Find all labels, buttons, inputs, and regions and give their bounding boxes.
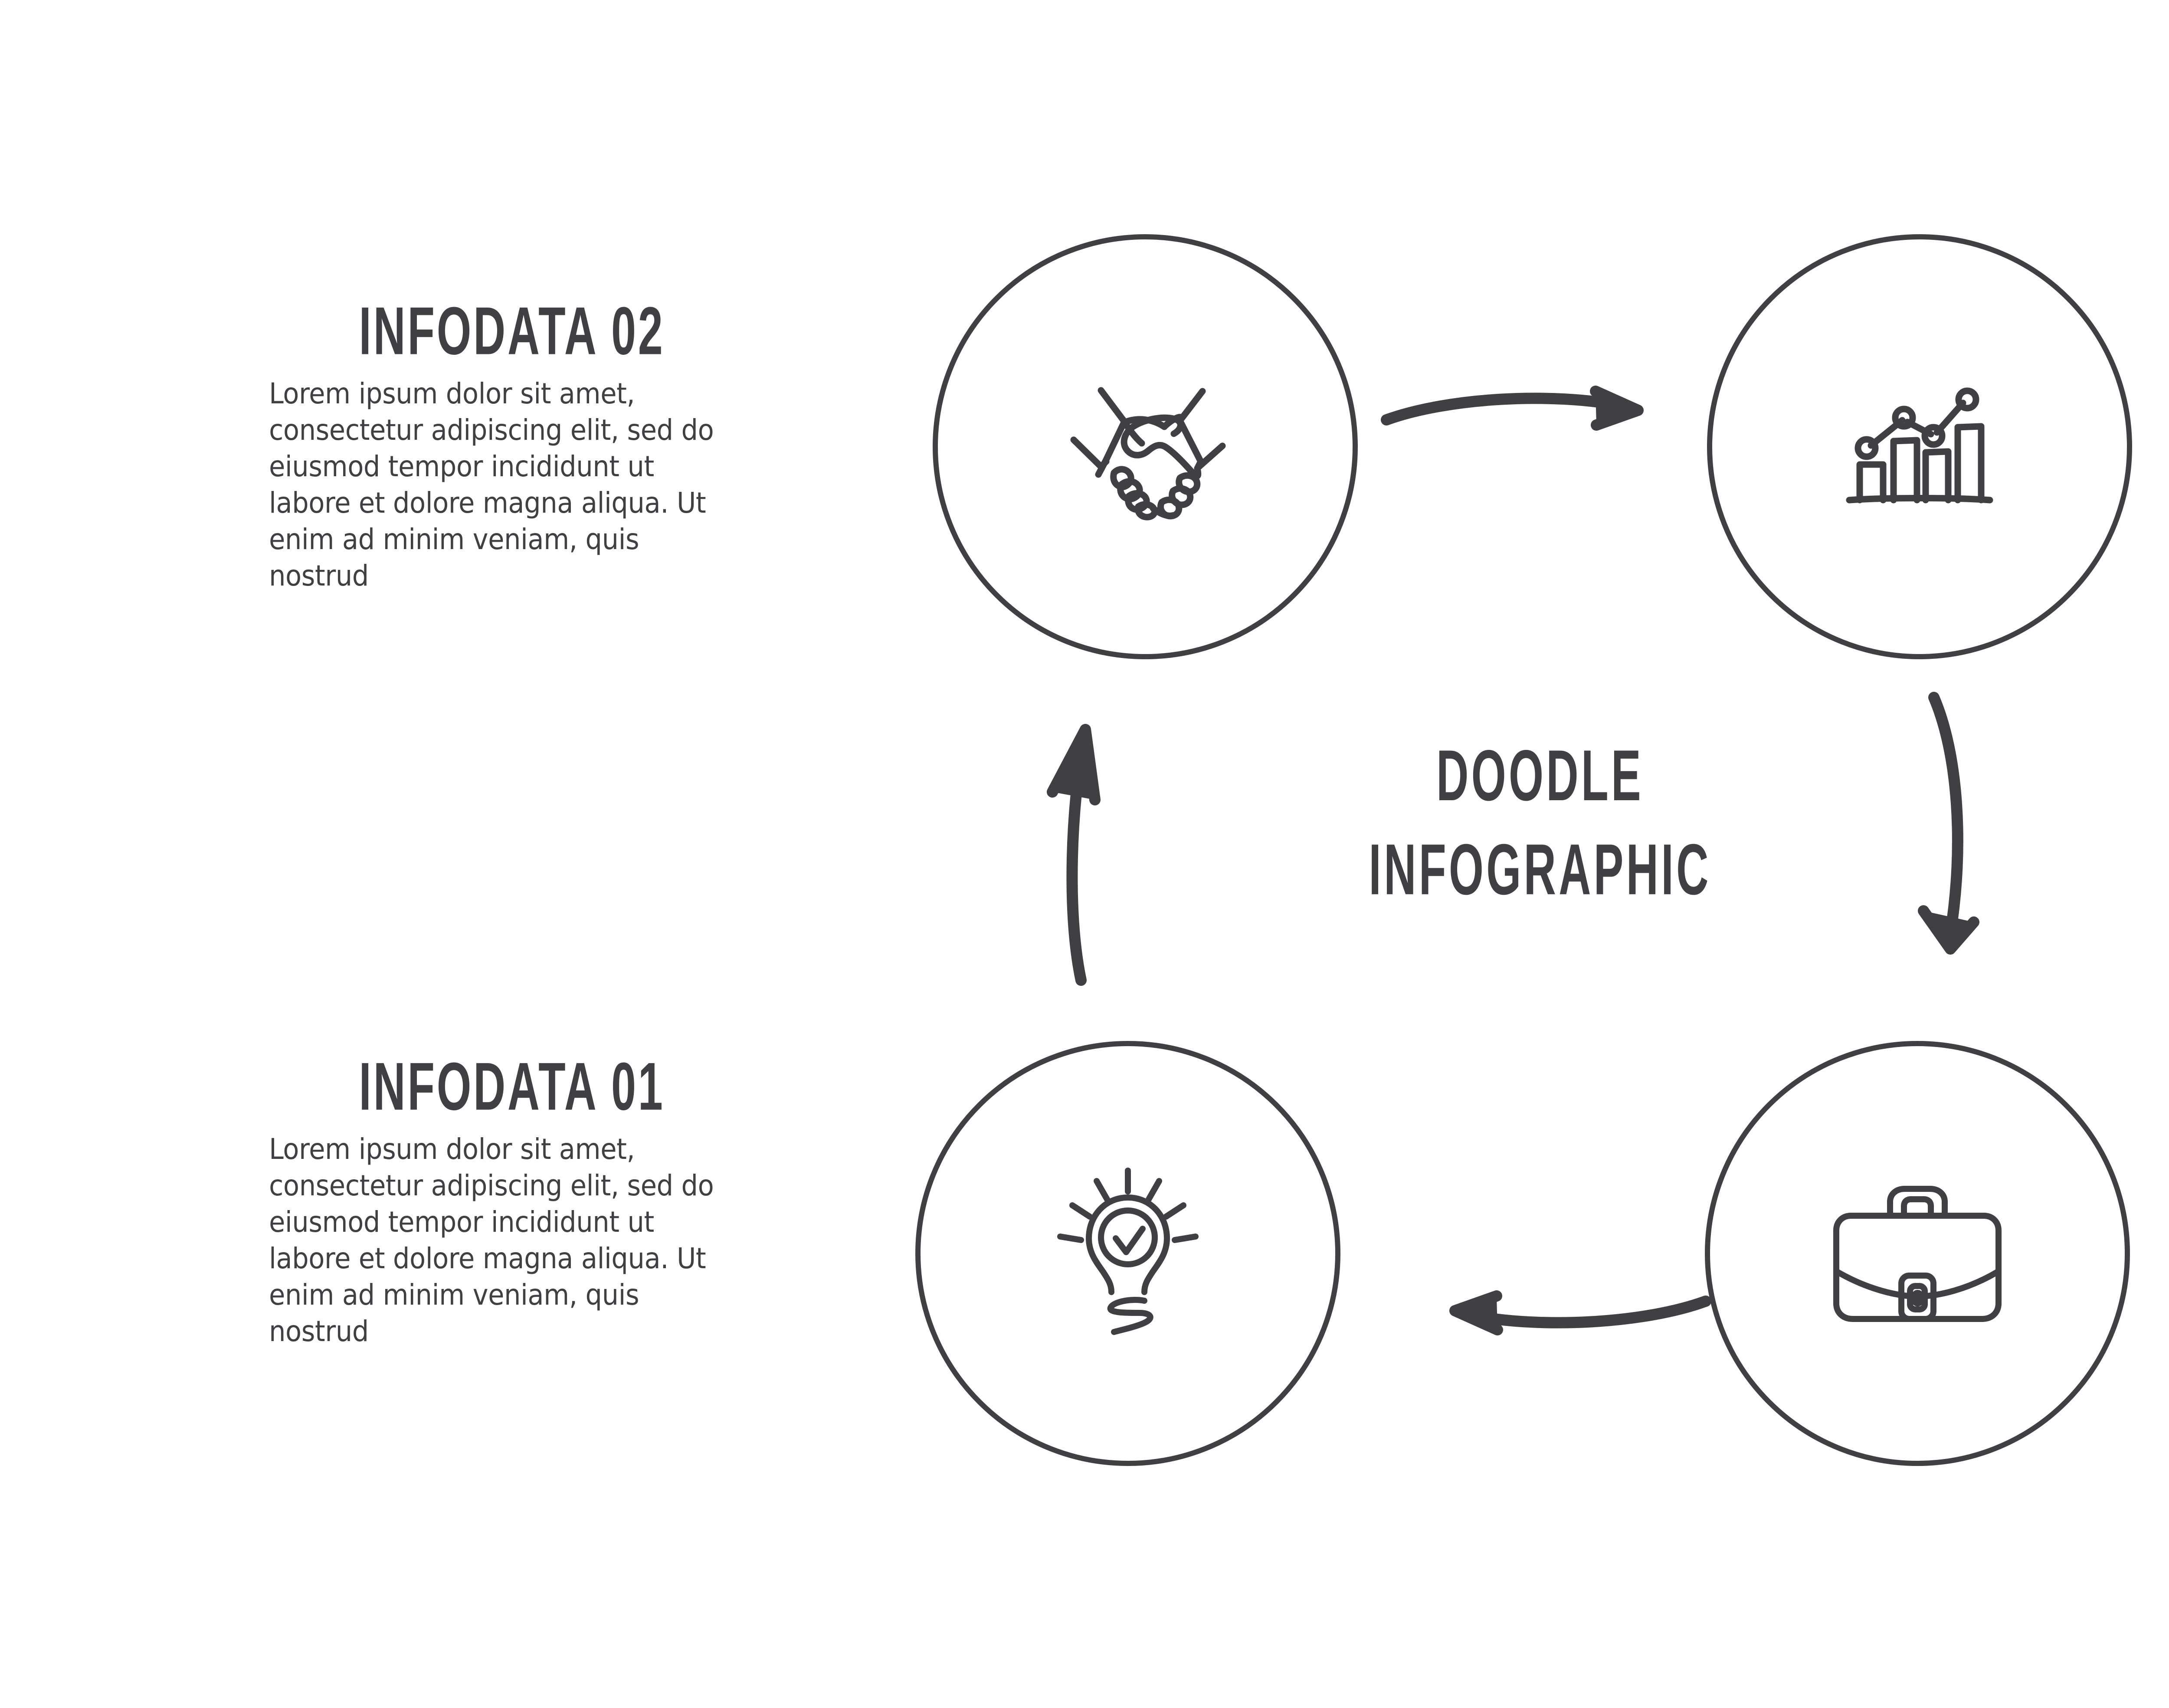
arrow-up-left-icon	[1047, 724, 1101, 986]
info-body-02: Lorem ipsum dolor sit amet, consectetur …	[269, 377, 714, 592]
arrow-left-bottom-icon	[1449, 1290, 1711, 1335]
info-title-01: INFODATA 01	[359, 1049, 665, 1125]
briefcase-icon	[1833, 1186, 2002, 1322]
info-block-01: INFODATA 01 Lorem ipsum dolor sit amet, …	[269, 1053, 755, 1350]
center-title-line-1: DOODLE	[1436, 735, 1644, 816]
bar-chart-icon	[1846, 387, 1993, 504]
center-title-line-2: INFOGRAPHIC	[1369, 829, 1711, 910]
node-circle-01[interactable]	[915, 1041, 1340, 1466]
info-body-01: Lorem ipsum dolor sit amet, consectetur …	[269, 1132, 714, 1348]
node-circle-02[interactable]	[933, 234, 1358, 659]
info-title-02: INFODATA 02	[359, 293, 665, 369]
info-block-02: INFODATA 02 Lorem ipsum dolor sit amet, …	[269, 293, 755, 594]
handshake-icon	[1070, 387, 1226, 520]
arrow-right-top-icon	[1381, 386, 1644, 431]
node-circle-04[interactable]	[1705, 1041, 2130, 1466]
center-title: DOODLE INFOGRAPHIC	[1320, 729, 1760, 916]
arrow-down-right-icon	[1918, 692, 1979, 955]
lightbulb-check-icon	[1057, 1168, 1199, 1335]
node-circle-03[interactable]	[1707, 234, 2132, 659]
